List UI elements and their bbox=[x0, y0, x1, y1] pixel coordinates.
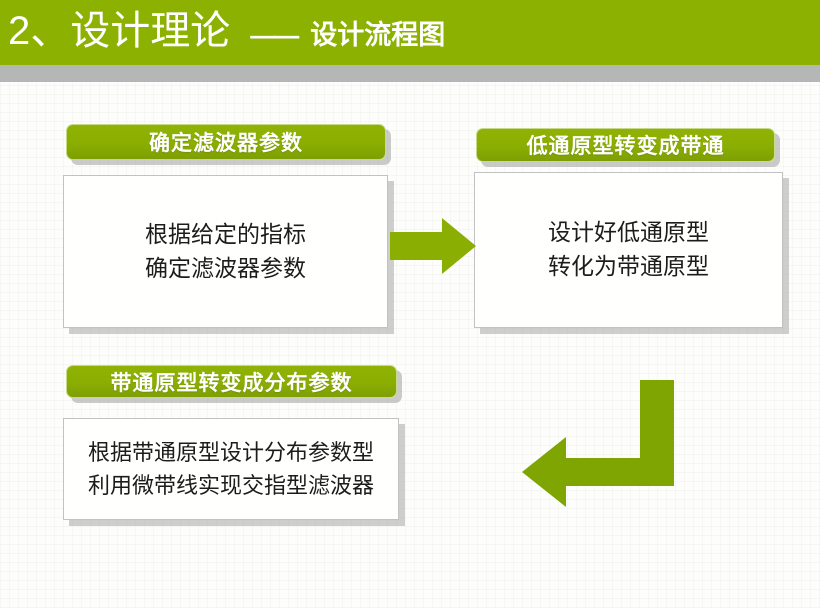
step-1-line-1: 根据给定的指标 bbox=[145, 221, 306, 247]
step-2-box: 设计好低通原型 转化为带通原型 bbox=[474, 172, 783, 328]
title-dash: —— bbox=[250, 20, 299, 50]
step-1-box: 根据给定的指标 确定滤波器参数 bbox=[63, 175, 388, 328]
step-1-label: 确定滤波器参数 bbox=[66, 124, 386, 160]
page-title: 2、 设计理论 —— 设计流程图 bbox=[8, 5, 445, 61]
step-3-label: 带通原型转变成分布参数 bbox=[66, 365, 397, 398]
step-3-box: 根据带通原型设计分布参数型 利用微带线实现交指型滤波器 bbox=[63, 418, 399, 520]
step-3-line-1: 根据带通原型设计分布参数型 bbox=[87, 440, 374, 465]
step-3-line-2: 利用微带线实现交指型滤波器 bbox=[87, 473, 374, 498]
step-2-line-2: 转化为带通原型 bbox=[548, 254, 709, 279]
header-bar bbox=[0, 0, 820, 65]
step-2-label: 低通原型转变成带通 bbox=[476, 128, 775, 162]
step-3-label-text: 带通原型转变成分布参数 bbox=[110, 371, 353, 395]
title-subtitle: 设计流程图 bbox=[310, 20, 446, 50]
header-underbar bbox=[0, 65, 820, 82]
step-2-label-text: 低通原型转变成带通 bbox=[526, 135, 725, 158]
title-main: 设计理论 bbox=[70, 9, 231, 53]
title-number: 2、 bbox=[8, 9, 71, 53]
step-1-label-text: 确定滤波器参数 bbox=[149, 132, 303, 155]
step-2-line-1: 设计好低通原型 bbox=[548, 220, 709, 245]
step-1-line-2: 确定滤波器参数 bbox=[145, 255, 306, 281]
arrow-step2-to-step3-icon bbox=[522, 380, 674, 507]
arrow-step1-to-step2-icon bbox=[390, 218, 476, 274]
